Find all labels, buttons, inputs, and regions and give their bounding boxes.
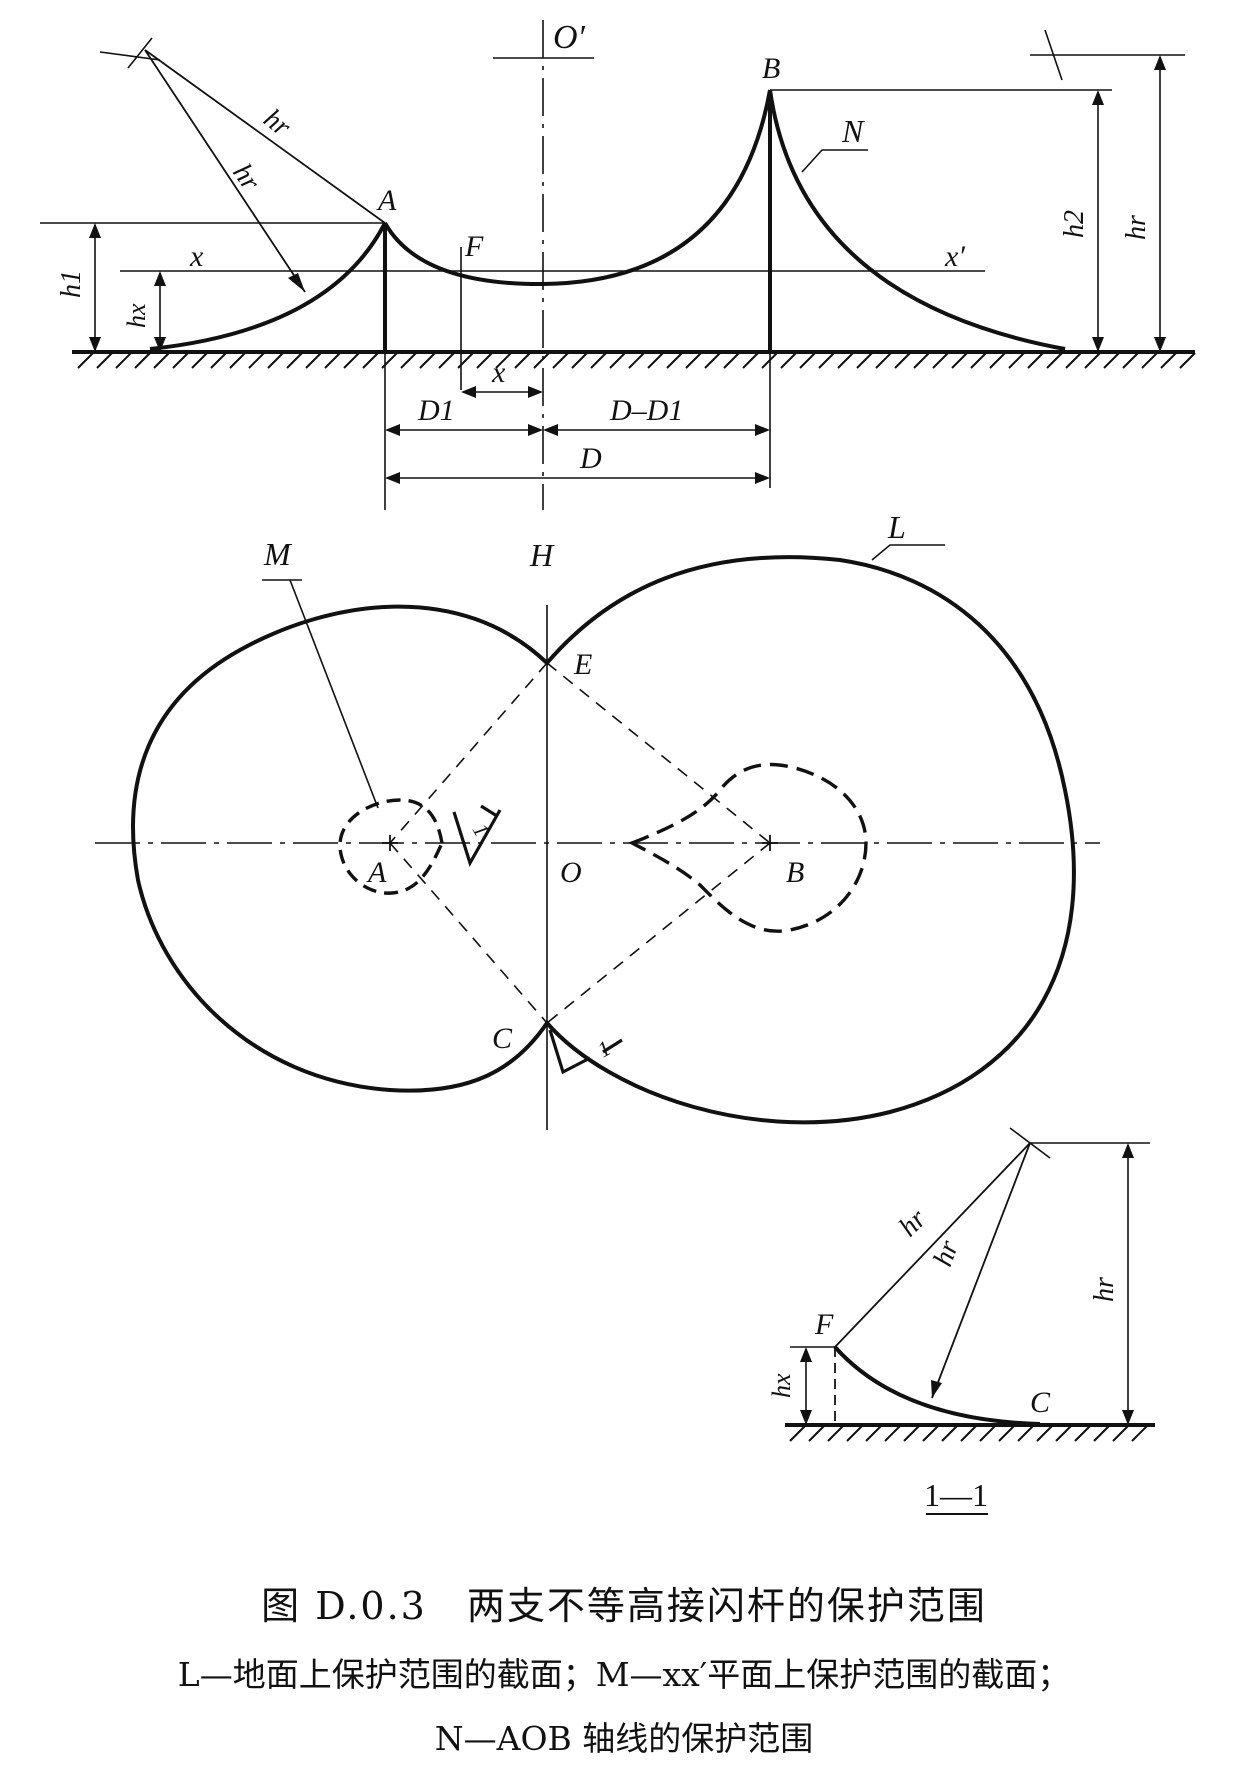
label-o: O [560,856,582,889]
label-b-plan: B [786,856,804,889]
label-a-top: A [376,184,397,217]
label-hr-s1: hr [893,1203,933,1243]
label-hr-right: hr [1121,215,1152,240]
label-section-1-1: 1—1 [924,1477,988,1513]
hr-arrowhead [288,273,305,292]
label-c-sec: C [1030,1386,1051,1419]
label-hr-s3: hr [1089,1277,1120,1302]
section-ground-hatching [789,1425,1148,1442]
label-c-plan: C [492,1022,513,1055]
section-hr-arrow [931,1142,1031,1399]
label-x-left: x [189,240,204,273]
label-n: N [841,113,865,149]
label-f-sec: F [814,1308,834,1341]
hr-center-tick-2 [127,37,153,69]
section-mark-lower [548,1029,591,1075]
protection-curve-a-left [149,222,387,351]
figure-caption-title: 图 D.0.3 两支不等高接闪杆的保护范围 [261,1584,987,1628]
label-d: D [579,442,602,475]
label-x-dim: x [491,356,506,389]
label-section-1b: 1 [593,1035,615,1062]
label-x-right: x′ [944,240,965,273]
label-hx-top: hx [122,303,151,328]
section-hr-line [834,1142,1031,1348]
label-d-minus-d1: D–D1 [609,394,683,427]
section-protection-curve [833,1345,1041,1426]
label-e: E [573,648,592,681]
label-o-prime: O′ [553,19,586,56]
section-mark-upper [452,809,502,867]
ground-hatching [77,352,1196,369]
label-d1: D1 [417,394,455,427]
label-hr-s2: hr [927,1236,965,1270]
m-leader [262,579,379,809]
construction-lines [389,662,771,1024]
xx-prime-section-b [627,762,868,933]
figure-caption-legend-line2: N—AOB 轴线的保护范围 [434,1719,814,1758]
ground-protection-outline-l [131,555,1076,1125]
label-l: L [887,509,906,545]
section-1-1-view: hr hr hr F hx C 1—1 [767,1127,1155,1515]
xx-prime-section-m-a [338,798,444,895]
protection-curve-b-right [768,89,1066,351]
l-leader [871,544,945,561]
protection-curve-a-b [383,89,772,287]
label-h: H [529,537,555,573]
hr-top-tick [1044,29,1063,81]
plan-view: M H L E A O B C 1 1 [95,509,1100,1130]
label-f-top: F [464,230,484,263]
label-h2: h2 [1059,210,1090,238]
protection-range-figure: O′ B N A F x x′ hr hr h1 hx h2 hr x D1 D… [40,19,1196,1515]
hr-line-to-a [144,49,386,224]
label-section-1a: 1 [468,819,495,841]
hr-center-tick-1 [99,51,161,61]
figure-caption-legend-line1: L—地面上保护范围的截面；M—xx′平面上保护范围的截面； [177,1655,1071,1694]
hr-radius-arrow [144,49,306,293]
label-hx-sec: hx [767,1373,796,1398]
elevation-view: O′ B N A F x x′ hr hr h1 hx h2 hr x D1 D… [40,19,1196,510]
label-a-plan: A [366,856,387,889]
label-m: M [263,536,293,572]
label-hr-2: hr [226,158,266,196]
label-h1: h1 [56,270,87,298]
label-b-top: B [762,52,780,85]
n-leader [801,149,868,173]
label-hr-1: hr [258,103,297,143]
